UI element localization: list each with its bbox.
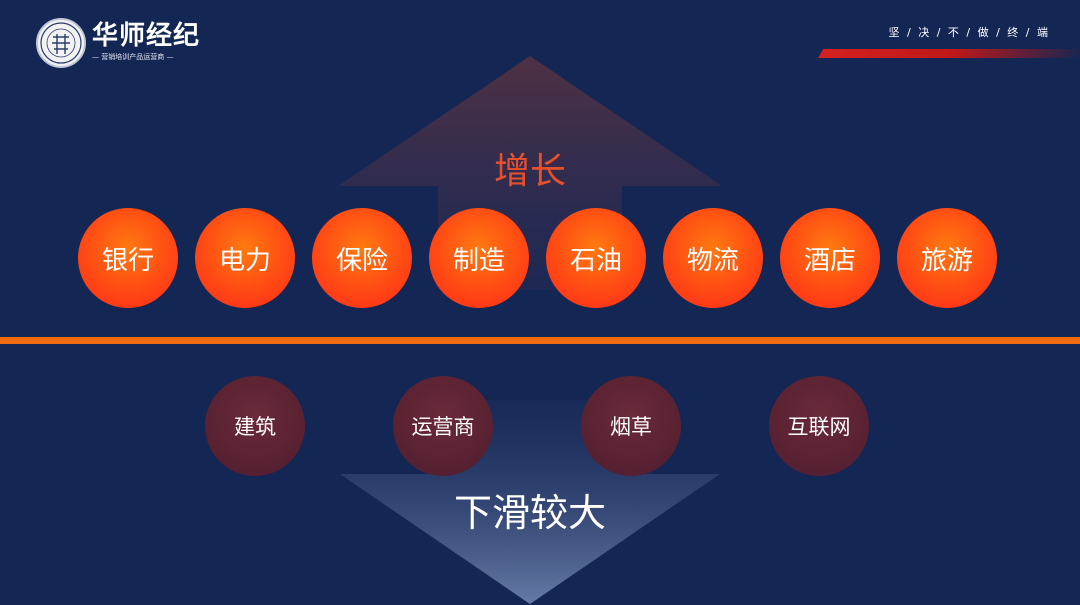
growth-industry: 电力 bbox=[195, 208, 295, 308]
growth-industry: 保险 bbox=[312, 208, 412, 308]
growth-industry: 旅游 bbox=[897, 208, 997, 308]
growth-industry: 银行 bbox=[78, 208, 178, 308]
growth-industry: 物流 bbox=[663, 208, 763, 308]
growth-industry: 石油 bbox=[546, 208, 646, 308]
decline-industry: 运营商 bbox=[393, 376, 493, 476]
growth-industry: 制造 bbox=[429, 208, 529, 308]
brand-logo: 华师经纪 — 营销培训产品运营商 — bbox=[36, 18, 226, 70]
growth-label: 增长 bbox=[493, 151, 566, 191]
decline-industry: 建筑 bbox=[205, 376, 305, 476]
decline-industry: 互联网 bbox=[769, 376, 869, 476]
up-arrow-icon bbox=[338, 56, 722, 290]
divider-line bbox=[0, 337, 1080, 344]
decline-industry: 烟草 bbox=[581, 376, 681, 476]
brand-name: 华师经纪 bbox=[92, 21, 201, 51]
decline-label: 下滑较大 bbox=[453, 493, 606, 535]
seal-icon bbox=[36, 18, 86, 68]
brand-tagline: — 营销培训产品运营商 — bbox=[92, 53, 174, 61]
slogan: 坚 / 决 / 不 / 做 / 终 / 端 bbox=[888, 26, 1050, 39]
growth-industry: 酒店 bbox=[780, 208, 880, 308]
